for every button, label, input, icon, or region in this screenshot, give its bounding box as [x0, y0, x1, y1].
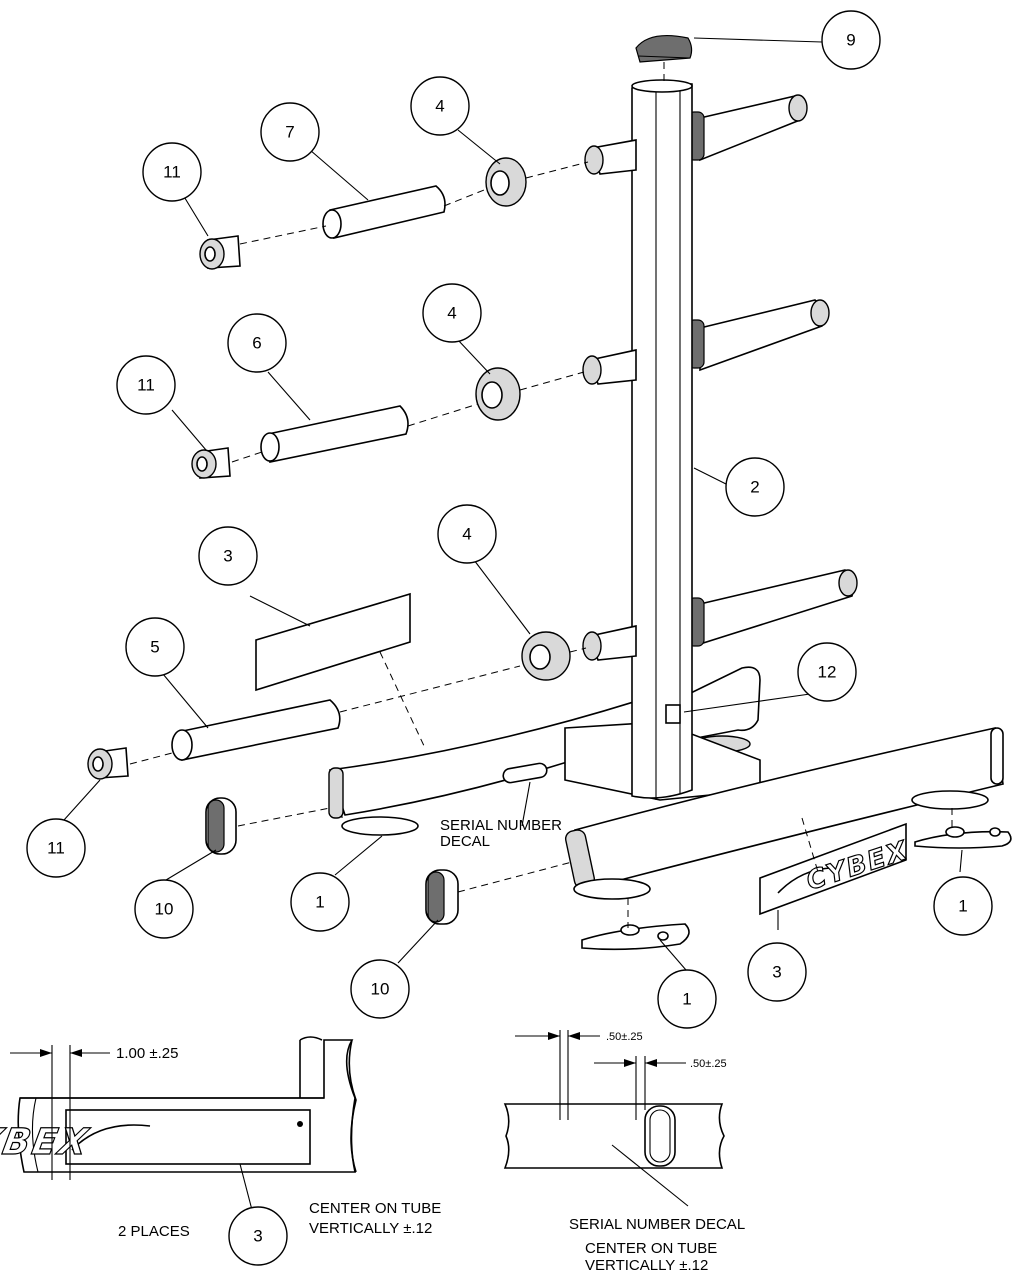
end-plugs [87, 235, 241, 780]
detail-left-dimension: 1.00 ±.25 [116, 1045, 178, 1062]
assembly-lines [129, 62, 953, 928]
loose-decal-3 [255, 592, 411, 692]
callout-bubble-5: 5 [125, 617, 185, 677]
callout-bubble-11-top: 11 [142, 142, 202, 202]
right-horn-lower [687, 569, 858, 647]
vertical-post [631, 79, 693, 800]
svg-text:3: 3 [223, 547, 232, 566]
svg-text:10: 10 [371, 980, 390, 999]
callout-bubble-6: 6 [227, 313, 287, 373]
svg-text:1: 1 [315, 893, 324, 912]
callout-bubble-3-cybex: 3 [747, 942, 807, 1002]
svg-text:9: 9 [846, 31, 855, 50]
detail-left-center-line2: VERTICALLY ±.12 [309, 1220, 432, 1237]
top-end-cap [635, 35, 693, 63]
svg-text:3: 3 [772, 963, 781, 982]
svg-text:2: 2 [750, 478, 759, 497]
callout-bubble-4-bottom: 4 [437, 504, 497, 564]
callout-bubble-9: 9 [821, 10, 881, 70]
callout-bubble-10-right: 10 [350, 959, 410, 1019]
detail-left-places: 2 PLACES [118, 1223, 190, 1240]
base-front-arm [564, 727, 1004, 900]
detail-right-center-line1: CENTER ON TUBE [585, 1240, 717, 1257]
svg-text:11: 11 [47, 839, 65, 858]
svg-text:DECAL: DECAL [440, 833, 490, 850]
detail-left-center-line1: CENTER ON TUBE [309, 1200, 441, 1217]
svg-text:SERIAL NUMBER: SERIAL NUMBER [440, 817, 562, 834]
callout-bubble-7: 7 [260, 102, 320, 162]
callout-bubble-2: 2 [725, 457, 785, 517]
callout-bubble-4-middle: 4 [422, 283, 482, 343]
detail-cybex-logo-text: CYBEX [0, 1120, 93, 1163]
callout-bubble-1-right: 1 [933, 876, 993, 936]
stub-tubes [582, 139, 637, 661]
detail-right-center-line2: VERTICALLY ±.12 [585, 1257, 708, 1274]
detail-right-serial-placement: .50±.25 .50±.25 SERIAL NUMBER DECAL CENT… [503, 1030, 745, 1274]
svg-text:5: 5 [150, 638, 159, 657]
right-horn-middle [687, 299, 830, 372]
callout-bubble-4-top: 4 [410, 76, 470, 136]
callout-bubble-1-center: 1 [657, 969, 717, 1029]
callout-bubble-11-bottom: 11 [26, 818, 86, 878]
callout-bubble-3-loose: 3 [198, 526, 258, 586]
svg-text:6: 6 [252, 334, 261, 353]
right-horn-upper [687, 94, 808, 162]
svg-text:11: 11 [163, 163, 181, 182]
svg-text:4: 4 [462, 525, 471, 544]
callout-bubble-10-left: 10 [134, 879, 194, 939]
svg-text:7: 7 [285, 123, 294, 142]
callout-bubble-12: 12 [797, 642, 857, 702]
svg-text:10: 10 [155, 900, 174, 919]
svg-text:4: 4 [447, 304, 456, 323]
callout-bubble-11-middle: 11 [116, 355, 176, 415]
detail-right-dimension-bottom: .50±.25 [690, 1058, 727, 1070]
svg-text:1: 1 [958, 897, 967, 916]
detail-left-decal-placement: CYBEX 1.00 ±.25 2 PLACES CENTER ON TUBE … [0, 1036, 441, 1266]
oval-inserts [205, 797, 459, 925]
sleeve-tubes [171, 185, 446, 761]
callout-bubble-1-left: 1 [290, 872, 350, 932]
svg-text:11: 11 [137, 376, 155, 395]
detail-right-decal-label: SERIAL NUMBER DECAL [569, 1216, 745, 1233]
leader-lines [63, 37, 963, 971]
serial-number-decal-label: SERIAL NUMBER DECAL [440, 817, 562, 850]
rings [475, 157, 571, 681]
svg-text:4: 4 [435, 97, 444, 116]
svg-text:1: 1 [682, 990, 691, 1009]
detail-right-dimension-top: .50±.25 [606, 1031, 643, 1043]
svg-text:12: 12 [818, 663, 837, 682]
detail-left-bubble-3: 3 [253, 1227, 262, 1246]
